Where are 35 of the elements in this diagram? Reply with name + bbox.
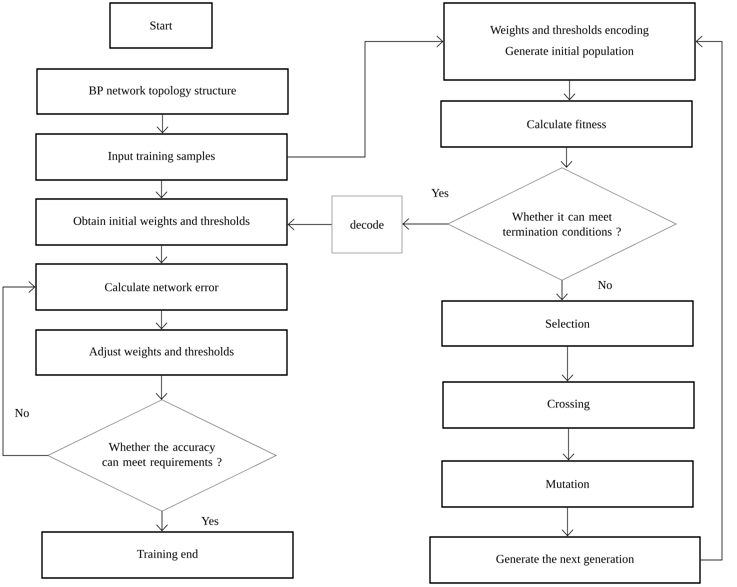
edge-label: No — [14, 408, 30, 418]
arrow — [156, 114, 168, 134]
arrow — [696, 36, 722, 560]
process-box: Calculate fitness — [440, 100, 693, 148]
edge-label: Yes — [200, 516, 220, 526]
arrow — [564, 80, 576, 100]
process-box: Mutation — [441, 460, 694, 508]
process-box: Input training samples — [35, 133, 288, 181]
arrow — [287, 36, 444, 158]
edge-label: No — [596, 280, 614, 290]
process-box: BP network topology structure — [36, 68, 289, 115]
process-box: Calculate network error — [35, 263, 288, 311]
process-box: Selection — [441, 300, 694, 347]
edge-label: Yes — [430, 188, 450, 198]
arrow — [2, 281, 48, 456]
process-box: Training end — [41, 531, 294, 579]
arrow — [562, 428, 574, 460]
process-box: Adjust weights and thresholds — [35, 329, 288, 376]
arrow — [156, 245, 168, 264]
arrow — [562, 346, 574, 382]
arrow — [288, 218, 332, 230]
process-box: Start — [109, 2, 213, 49]
arrow — [156, 310, 168, 330]
arrow — [562, 507, 574, 536]
process-box: Crossing — [442, 381, 695, 429]
arrow — [156, 180, 168, 198]
arrow — [556, 280, 568, 300]
arrow — [156, 375, 168, 400]
process-box: decode — [332, 196, 402, 254]
process-box: Generate the next generation — [429, 536, 701, 584]
process-box: Obtain initial weights and thresholds — [35, 198, 288, 246]
arrow — [156, 510, 168, 532]
process-box: Weights and thresholds encoding Generate initial population — [443, 2, 696, 81]
arrow — [402, 218, 448, 230]
arrow — [560, 147, 572, 168]
